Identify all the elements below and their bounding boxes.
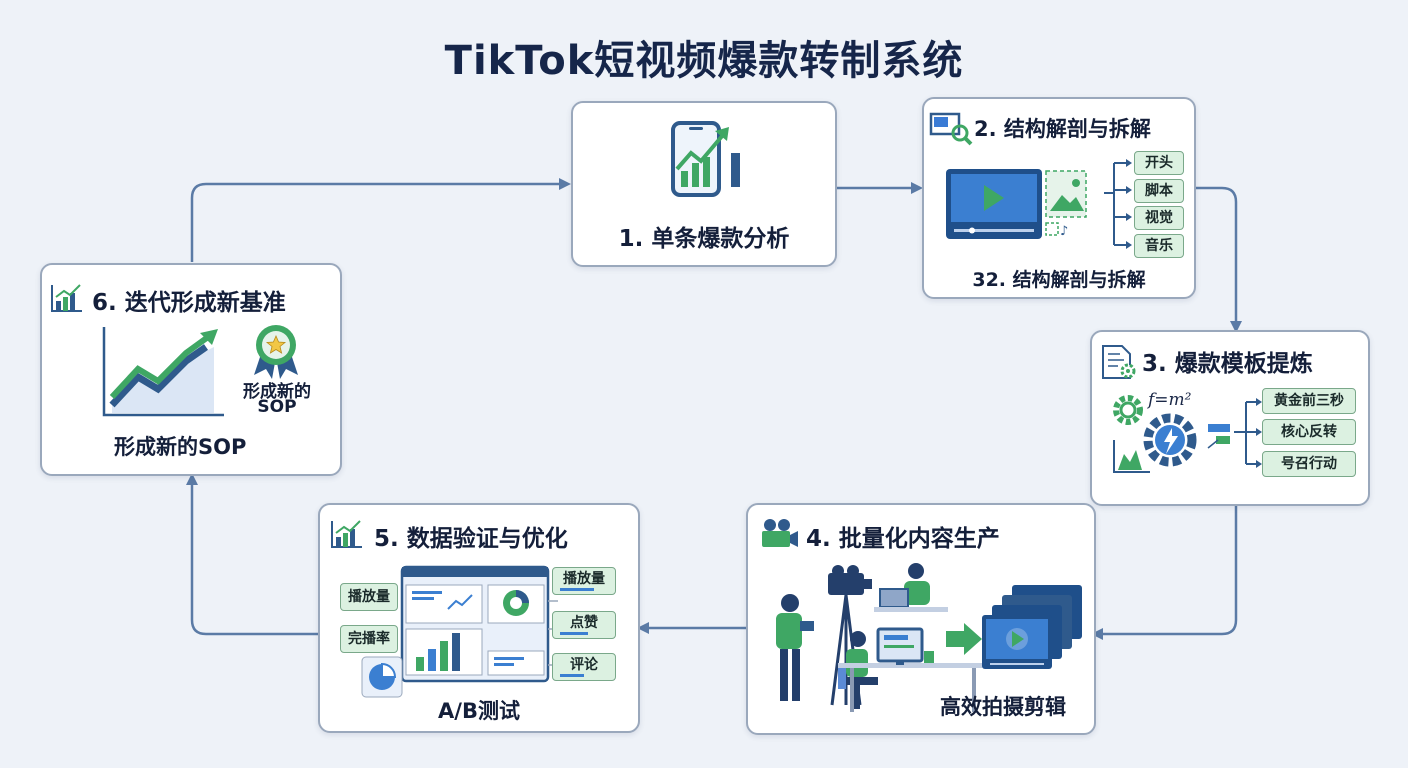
svg-text:♪: ♪ [1060, 224, 1068, 239]
tag-music: 音乐 [1134, 234, 1184, 258]
step-4-card: 4. 批量化内容生产 [746, 503, 1096, 735]
step-3-header: 3. 爆款模板提炼 [1142, 351, 1313, 377]
step-5-card: 5. 数据验证与优化 播 [318, 503, 640, 733]
tag-bars [560, 588, 594, 677]
step-5-caption: A/B测试 [438, 699, 520, 723]
arrow-5-to-6 [186, 473, 318, 636]
step-4-caption: 高效拍摄剪辑 [940, 695, 1066, 719]
tag-core-twist: 核心反转 [1262, 419, 1356, 445]
step-4-header: 4. 批量化内容生产 [806, 526, 1000, 552]
step-6-header: 6. 迭代形成新基准 [92, 290, 286, 316]
step-1-label: 1. 单条爆款分析 [618, 226, 790, 252]
production-team-illustration [776, 563, 1082, 712]
arrow-2-to-3 [1194, 186, 1242, 333]
arrow-3-to-4 [1091, 505, 1238, 640]
step-2-header: 2. 结构解剖与拆解 [974, 117, 1151, 141]
step-2-caption: 32. 结构解剖与拆解 [972, 269, 1146, 291]
video-magnifier-icon [929, 112, 973, 146]
growth-chart-illustration [102, 327, 224, 417]
tag-completion-rate: 完播率 [340, 625, 398, 653]
tag-script: 脚本 [1134, 179, 1184, 203]
bar-chart-icon [51, 284, 82, 312]
bar-chart-icon [331, 520, 362, 548]
step-2-card: 2. 结构解剖与拆解 ♪ 开头 脚本 视觉 音乐 32. 结构解剖与拆解 [922, 97, 1196, 299]
arrow-6-to-1 [190, 178, 571, 262]
tag-opening: 开头 [1134, 151, 1184, 175]
pie-chart-icon [361, 656, 403, 698]
step-1-card: 1. 单条爆款分析 [571, 101, 837, 267]
dashboard-illustration [400, 565, 550, 683]
tag-views-left: 播放量 [340, 583, 398, 611]
phone-growth-chart-icon [671, 121, 740, 197]
badge-text-line-1: 形成新的 [243, 382, 311, 402]
bracket-connector-3 [1234, 398, 1262, 468]
step-6-caption: 形成新的SOP [114, 435, 247, 459]
gear-formula-illustration [1113, 395, 1230, 473]
step-6-card: 6. 迭代形成新基准 形成新的 SOP 形成新的SOP [40, 263, 342, 476]
formula-text: f=m² [1148, 390, 1192, 410]
step-5-header: 5. 数据验证与优化 [374, 526, 568, 552]
tag-call-to-action: 号召行动 [1262, 451, 1356, 477]
bracket-connector [1104, 159, 1132, 249]
document-gear-icon [1102, 345, 1136, 379]
step-3-card: 3. 爆款模板提炼 f=m² 黄金前三秒 核心反转 号召行动 [1090, 330, 1370, 506]
tag-likes: 点赞 [552, 611, 616, 639]
tag-visual: 视觉 [1134, 206, 1184, 230]
movie-camera-icon [762, 519, 798, 547]
page-title: TikTok短视频爆款转制系统 [444, 38, 964, 84]
badge-text-line-2: SOP [257, 397, 297, 417]
video-player-illustration: ♪ [946, 169, 1087, 239]
award-badge-icon [254, 325, 298, 379]
tag-golden-3-seconds: 黄金前三秒 [1262, 388, 1356, 414]
